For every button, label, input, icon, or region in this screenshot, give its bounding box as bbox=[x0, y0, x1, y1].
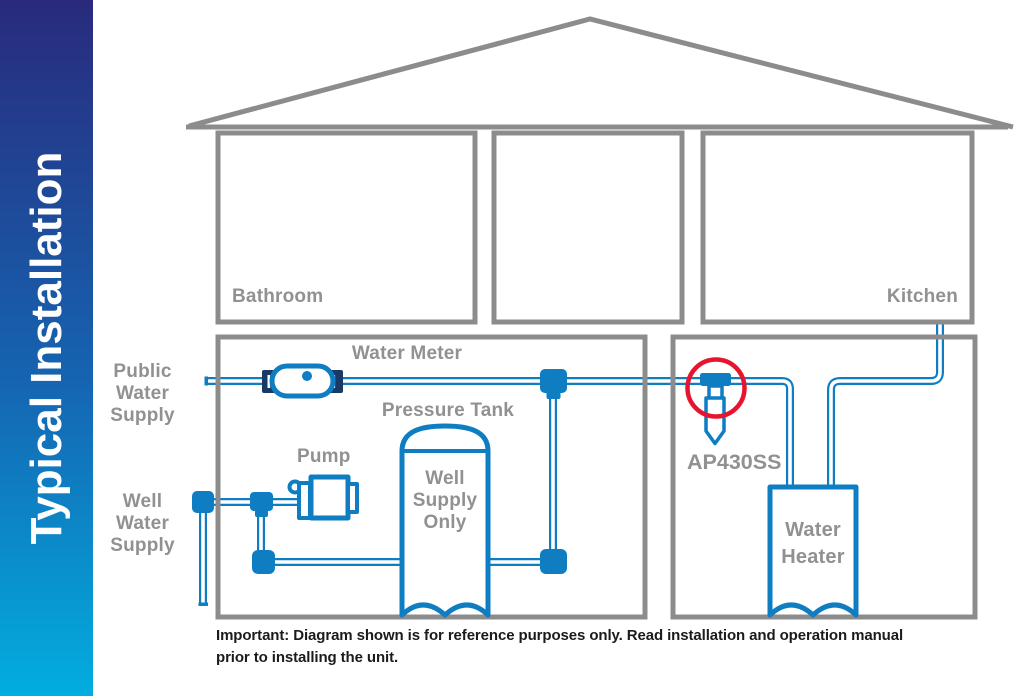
meter-dial-dot bbox=[302, 371, 312, 381]
well-tee-body bbox=[250, 492, 273, 511]
pump-label: Pump bbox=[297, 446, 351, 467]
ap430ss-label: AP430SS bbox=[687, 450, 782, 474]
pressure-tank-label: Pressure Tank bbox=[381, 400, 515, 421]
pressure-tank-icon bbox=[399, 423, 491, 618]
well-water-supply-label: Well Water Supply bbox=[110, 491, 175, 556]
tank-elbow-fitting bbox=[540, 549, 567, 574]
bathroom-room-box bbox=[215, 130, 478, 325]
well-entry-elbow-fitting bbox=[192, 491, 214, 513]
water-meter-icon bbox=[262, 363, 343, 399]
house-structure bbox=[186, 16, 1014, 620]
utility-right-box bbox=[670, 334, 978, 620]
filter-tee-head bbox=[700, 373, 731, 386]
water-heater-icon bbox=[767, 484, 859, 618]
well-supply-only-label: Well Supply Only bbox=[412, 468, 478, 533]
sidebar: Typical Installation bbox=[0, 0, 93, 696]
kitchen-label: Kitchen bbox=[886, 286, 958, 307]
utility-left-box bbox=[215, 334, 648, 620]
main-tee-stub bbox=[546, 390, 561, 399]
important-note: Important: Diagram shown is for referenc… bbox=[216, 627, 904, 666]
well-tee-fitting bbox=[250, 492, 273, 517]
meter-coupling-left-tick bbox=[267, 375, 271, 388]
water-meter-label: Water Meter bbox=[351, 343, 463, 364]
pump-right-flange bbox=[346, 482, 359, 514]
bathroom-label: Bathroom bbox=[232, 286, 324, 307]
well-pipe-cap bbox=[198, 602, 208, 606]
well-lower-elbow-fitting bbox=[252, 550, 275, 574]
ap430ss-filter-icon bbox=[700, 373, 731, 446]
water-heater-label: Water Heater bbox=[781, 519, 845, 568]
pipe-fittings bbox=[192, 369, 567, 574]
cold-main-pipe-inner bbox=[207, 379, 792, 496]
main-tee-fitting bbox=[540, 369, 567, 399]
meter-capsule bbox=[269, 363, 336, 399]
supply-pipe-cap bbox=[204, 376, 208, 386]
well-tee-stub bbox=[255, 508, 268, 517]
kitchen-room-box bbox=[700, 130, 975, 325]
hot-kitchen-pipe-inner bbox=[829, 324, 942, 496]
public-water-supply-label: Public Water Supply bbox=[110, 361, 175, 426]
pump-left-flange bbox=[297, 481, 312, 520]
highlight-circle bbox=[685, 357, 747, 419]
hot-kitchen-pipe bbox=[827, 324, 944, 496]
pump-body bbox=[308, 474, 351, 521]
middle-room-box bbox=[491, 130, 685, 325]
filter-cartridge bbox=[704, 396, 726, 446]
roof-outline bbox=[188, 16, 1014, 130]
pump-icon bbox=[287, 474, 359, 521]
main-tee-body bbox=[540, 369, 567, 393]
